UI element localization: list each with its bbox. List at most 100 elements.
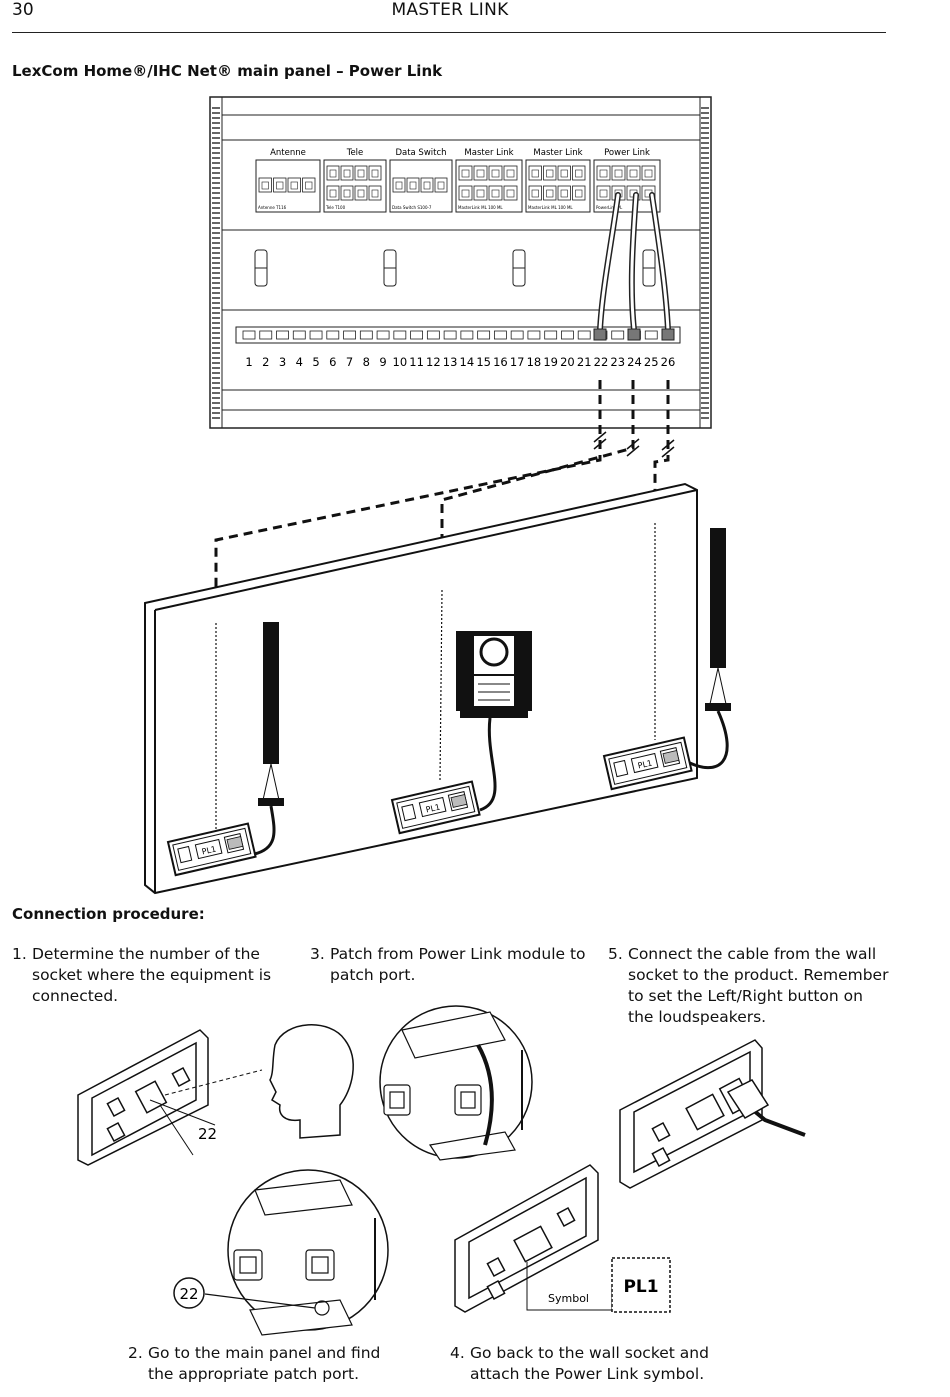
pl1-symbol-box bbox=[611, 1257, 671, 1313]
step1-socket-illustration bbox=[77, 1029, 263, 1166]
port-label: 15 bbox=[476, 355, 491, 369]
patch-port bbox=[326, 330, 340, 340]
loudspeaker-right bbox=[683, 528, 731, 770]
patch-port bbox=[376, 330, 390, 340]
patch-port bbox=[443, 330, 457, 340]
panel-vent-left bbox=[212, 107, 220, 419]
step-3: 3. Patch from Power Link module to patch… bbox=[310, 944, 595, 986]
step-2: 2. Go to the main panel and find the app… bbox=[128, 1343, 398, 1385]
header-rule bbox=[12, 32, 886, 33]
port-label: 22 bbox=[594, 355, 609, 369]
wall-panel bbox=[144, 482, 698, 895]
module-name: Tele bbox=[346, 148, 364, 158]
port-label: 6 bbox=[329, 355, 336, 369]
port-label: 10 bbox=[393, 355, 408, 369]
port-label: 17 bbox=[510, 355, 525, 369]
step-text: Connect the cable from the wall socket t… bbox=[628, 945, 889, 1026]
patch-port bbox=[577, 330, 591, 340]
port-label: 25 bbox=[644, 355, 659, 369]
panel-vent-right bbox=[701, 107, 709, 419]
step-text: Go back to the wall socket and attach th… bbox=[470, 1344, 709, 1383]
step-text: Patch from Power Link module to patch po… bbox=[330, 945, 586, 984]
pl1-symbol-text: PL1 bbox=[623, 1277, 658, 1297]
loudspeaker-left bbox=[249, 622, 284, 857]
patch-port bbox=[477, 330, 491, 340]
step-number: 1. bbox=[12, 945, 27, 963]
step-1: 1. Determine the number of the socket wh… bbox=[12, 944, 292, 1007]
port-label: 5 bbox=[312, 355, 319, 369]
step-number: 4. bbox=[450, 1344, 465, 1362]
procedure-title: Connection procedure: bbox=[12, 905, 205, 923]
patch-port bbox=[527, 330, 541, 340]
wall-socket-2: PL1 bbox=[390, 780, 481, 835]
patch-port bbox=[343, 330, 356, 340]
port-label: 4 bbox=[296, 355, 303, 369]
page-number: 30 bbox=[12, 0, 34, 20]
patch-port bbox=[544, 330, 558, 340]
socket-label: PL1 bbox=[637, 759, 653, 771]
patch-port bbox=[493, 330, 507, 340]
symbol-label: Symbol bbox=[548, 1292, 589, 1305]
port-label: 26 bbox=[661, 355, 676, 369]
port-label: 16 bbox=[493, 355, 508, 369]
step-5: 5. Connect the cable from the wall socke… bbox=[608, 944, 893, 1028]
patch-port bbox=[292, 330, 306, 340]
patch-port bbox=[276, 330, 289, 340]
panel-clips bbox=[254, 249, 656, 287]
port-label: 7 bbox=[346, 355, 353, 369]
audio-system bbox=[456, 631, 532, 812]
step-illustrations: 22 bbox=[77, 1005, 806, 1336]
step-number: 2. bbox=[128, 1344, 143, 1362]
module-name: Master Link bbox=[533, 148, 582, 158]
patch-port bbox=[309, 330, 323, 340]
port-label: 12 bbox=[426, 355, 441, 369]
patch-port bbox=[359, 330, 373, 340]
port-label: 1 bbox=[245, 355, 252, 369]
page-title: MASTER LINK bbox=[391, 0, 509, 20]
patch-port bbox=[561, 330, 574, 340]
port-label: 9 bbox=[379, 355, 386, 369]
step5-plug-illustration bbox=[619, 1039, 806, 1189]
port-label: 13 bbox=[443, 355, 458, 369]
port-label: 19 bbox=[543, 355, 558, 369]
module-tag: PowerLink PL bbox=[596, 205, 623, 210]
patch-port bbox=[644, 330, 658, 340]
module-name: Data Switch bbox=[395, 148, 446, 158]
step-text: Go to the main panel and find the approp… bbox=[148, 1344, 381, 1383]
module-name: Master Link bbox=[464, 148, 513, 158]
socket-label: PL1 bbox=[425, 803, 441, 815]
wall-socket-1: PL1 bbox=[166, 822, 257, 877]
port-label: 8 bbox=[363, 355, 370, 369]
module-tag: Tele T100 bbox=[325, 205, 346, 210]
port-label: 3 bbox=[279, 355, 286, 369]
port-label: 20 bbox=[560, 355, 575, 369]
module-tag: MasterLink ML 100 ML bbox=[458, 205, 503, 210]
step-number: 3. bbox=[310, 945, 325, 963]
port-label: 11 bbox=[409, 355, 424, 369]
step-number: 5. bbox=[608, 945, 623, 963]
port-label: 18 bbox=[527, 355, 542, 369]
wall-socket-3: PL1 bbox=[602, 736, 693, 791]
module-tag: MasterLink ML 100 ML bbox=[528, 205, 573, 210]
step2-panel-zoom: 22 bbox=[173, 1169, 389, 1336]
step-text: Determine the number of the socket where… bbox=[32, 945, 272, 1005]
step3-patch-zoom bbox=[379, 1005, 533, 1161]
module-name: Antenne bbox=[270, 148, 306, 158]
step-4: 4. Go back to the wall socket and attach… bbox=[450, 1343, 725, 1385]
patch-port bbox=[242, 330, 256, 340]
port-label: 24 bbox=[627, 355, 642, 369]
port-label: 21 bbox=[577, 355, 592, 369]
patch-port bbox=[259, 330, 273, 340]
port-label: 14 bbox=[460, 355, 475, 369]
patch-port bbox=[510, 330, 524, 340]
step4-symbol-illustration bbox=[454, 1164, 613, 1313]
section-title: LexCom Home®/IHC Net® main panel – Power… bbox=[12, 62, 443, 80]
patch-port bbox=[460, 330, 474, 340]
cable-runs bbox=[214, 380, 670, 612]
patch-port bbox=[393, 330, 407, 340]
